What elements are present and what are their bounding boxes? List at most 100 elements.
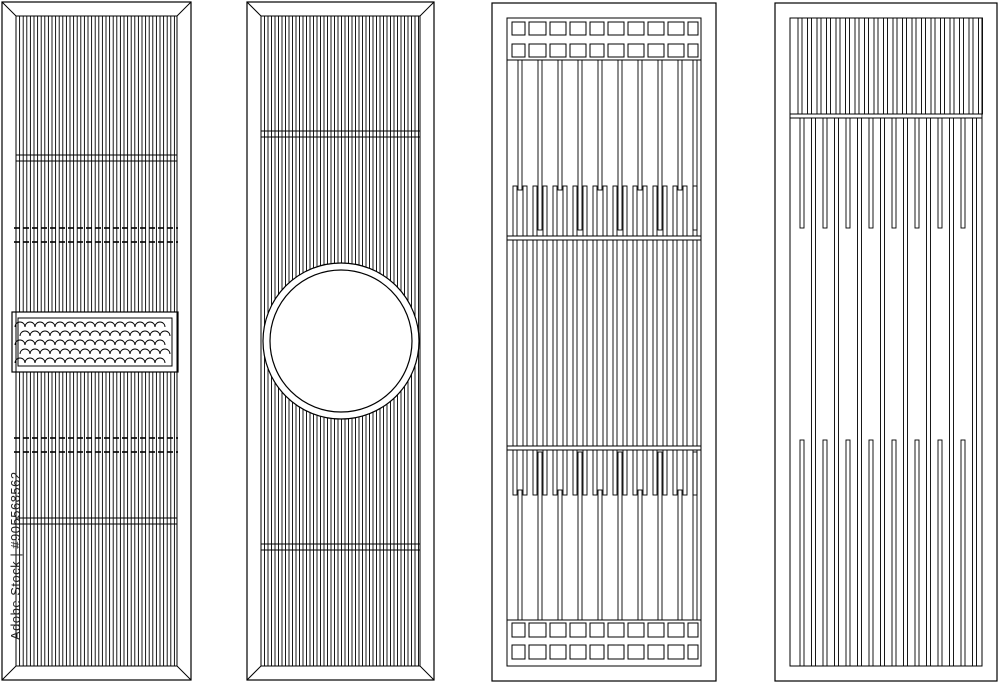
short-slat (652, 449, 658, 496)
fish-scale (124, 339, 136, 346)
short-slat (522, 449, 528, 496)
long-vertical-bar (537, 451, 543, 621)
full-slat (903, 117, 908, 667)
short-slat (592, 449, 598, 496)
short-slat (532, 449, 538, 496)
fish-scale (89, 348, 101, 355)
fish-scale (19, 330, 31, 337)
fish-scale (159, 348, 171, 355)
fish-scale (139, 348, 151, 355)
grid-cell (589, 21, 605, 36)
top-slat (892, 17, 898, 115)
fish-scale (24, 357, 36, 364)
mid-slat (602, 239, 608, 447)
long-vertical-bar (677, 59, 683, 191)
long-vertical-bar (637, 59, 643, 191)
short-top-slat (845, 117, 851, 229)
grid-cell (528, 21, 547, 36)
top-slat (949, 17, 955, 115)
fish-scale (154, 357, 166, 364)
horizontal-rail (260, 543, 421, 551)
fish-scale (79, 330, 91, 337)
fish-scale (49, 330, 61, 337)
short-slat (692, 185, 698, 237)
grid-cell (569, 622, 587, 638)
grid-cell (647, 622, 665, 638)
fish-scale (84, 339, 96, 346)
panel-grid-lattice (491, 2, 717, 682)
frame-miter (176, 665, 192, 681)
fish-scale (149, 348, 161, 355)
fish-scale (144, 339, 156, 346)
grid-cell (549, 644, 567, 660)
frame-miter (176, 1, 192, 17)
round-window-inner (269, 269, 413, 413)
outer-frame (774, 2, 998, 682)
short-slat (612, 185, 618, 237)
inner-frame (15, 15, 178, 667)
mid-slat (672, 239, 678, 447)
grid-cell (667, 43, 685, 58)
grid-cell (589, 43, 605, 58)
short-slat (562, 185, 568, 237)
fish-scale (34, 357, 46, 364)
fish-scale (114, 321, 126, 328)
short-slat (652, 185, 658, 237)
short-slat (602, 185, 608, 237)
mid-slat (572, 239, 578, 447)
top-slat (854, 17, 860, 115)
long-vertical-bar (597, 489, 603, 621)
horizontal-rail (260, 130, 421, 138)
grid-cell (607, 622, 625, 638)
long-vertical-bar (537, 59, 543, 231)
top-slat (911, 17, 917, 115)
top-slat (835, 17, 841, 115)
grid-cell (667, 644, 685, 660)
frame-miter (246, 665, 262, 681)
top-slat (864, 17, 869, 115)
bottom-slat (937, 439, 943, 667)
grid-cell (667, 21, 685, 36)
fish-scale (114, 339, 126, 346)
short-top-slat (799, 117, 805, 229)
fish-scale (129, 330, 141, 337)
grid-cell (511, 43, 526, 58)
fish-scale-band-inner (17, 317, 173, 367)
grid-cell (687, 644, 699, 660)
fish-scale (49, 348, 61, 355)
long-vertical-bar (617, 59, 623, 231)
top-slat (883, 17, 888, 115)
fish-scale (124, 321, 136, 328)
mid-slat (532, 239, 538, 447)
outer-frame (246, 1, 435, 681)
bottom-slat (868, 439, 874, 667)
long-vertical-bar (517, 489, 523, 621)
long-vertical-bar (657, 59, 663, 231)
short-slat (692, 449, 698, 496)
fish-scale (74, 339, 86, 346)
fish-scale (144, 321, 156, 328)
fish-scale (29, 330, 41, 337)
grid-cell (687, 21, 699, 36)
short-slat (522, 185, 528, 237)
fish-scale (54, 357, 66, 364)
top-slat (930, 17, 936, 115)
fish-scale (64, 357, 76, 364)
fish-scale (159, 330, 171, 337)
fish-scale (114, 357, 126, 364)
fish-scale (24, 339, 36, 346)
fish-scale (94, 357, 106, 364)
mid-slat (512, 239, 518, 447)
fish-scale (144, 357, 156, 364)
mid-slat (582, 239, 588, 447)
fish-scale (44, 321, 56, 328)
short-slat (582, 185, 588, 237)
fish-scale (29, 348, 41, 355)
short-slat (662, 185, 668, 237)
top-slat (921, 17, 926, 115)
full-slat (811, 117, 816, 667)
fish-scale (94, 321, 106, 328)
grid-cell (549, 21, 567, 36)
bottom-slat (914, 439, 920, 667)
short-slat (682, 449, 688, 496)
